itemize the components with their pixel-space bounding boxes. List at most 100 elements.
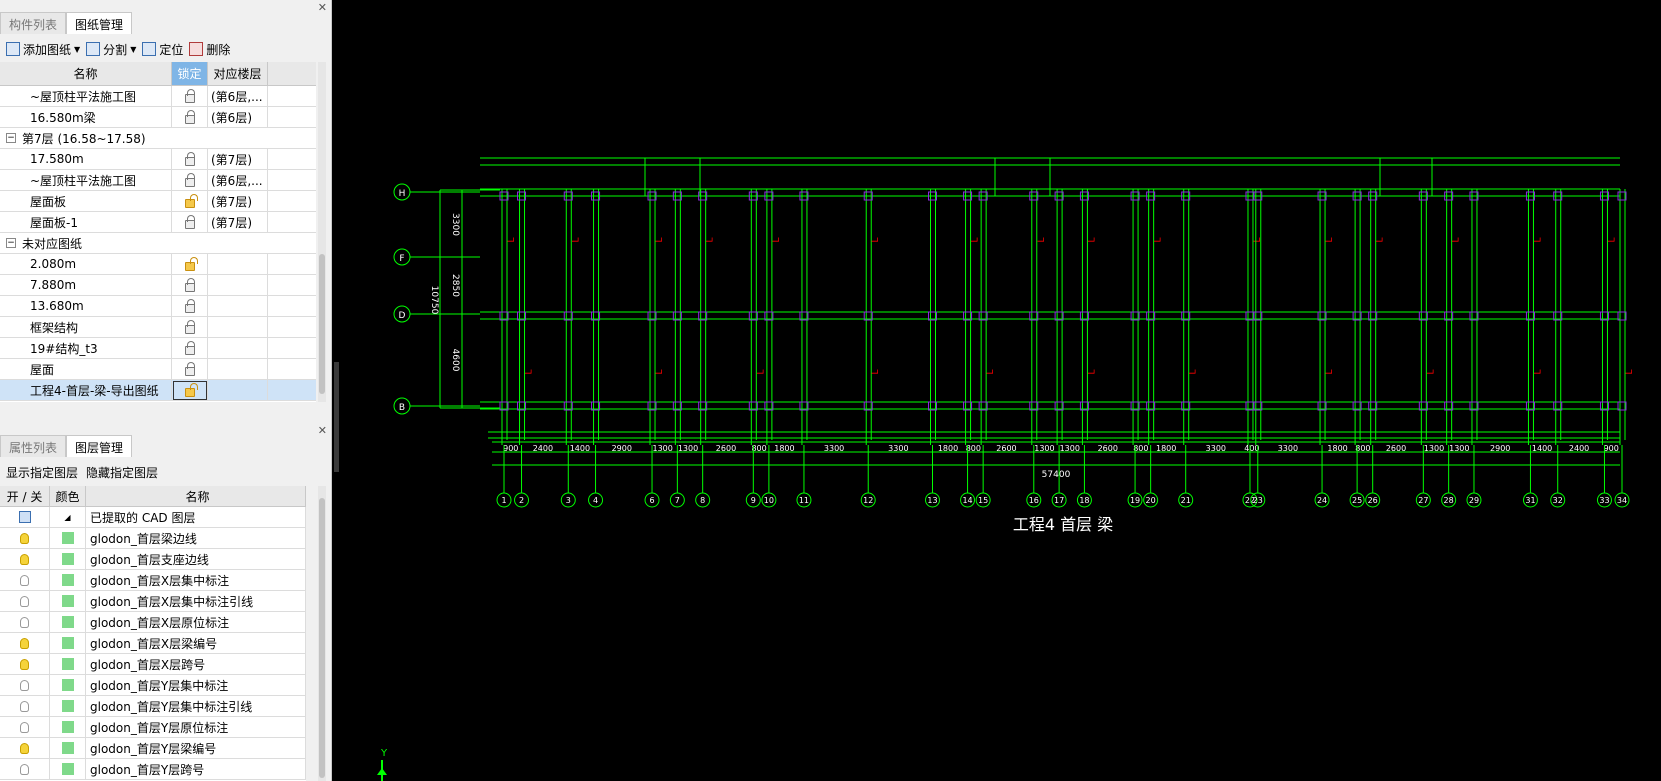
color-swatch[interactable]	[61, 553, 74, 565]
layer-row[interactable]: glodon_首层Y层原位标注	[0, 716, 306, 738]
layer-row[interactable]: glodon_首层Y层跨号	[0, 758, 306, 780]
layer-row[interactable]: glodon_首层Y层集中标注	[0, 674, 306, 696]
drawing-row[interactable]: 屋面板 (第7层)	[0, 190, 316, 212]
checkbox-icon[interactable]	[18, 511, 31, 523]
layer-row[interactable]: glodon_首层Y层集中标注引线	[0, 695, 306, 717]
lock-toggle[interactable]	[172, 169, 208, 191]
layer-table: 开 / 关 颜色 名称 ◢ 已提取的 CAD 图层 glodon_首层梁边线 g…	[0, 486, 306, 781]
locate-button[interactable]: 定位	[142, 41, 183, 58]
lightbulb-icon[interactable]	[20, 658, 29, 670]
drawing-name: 16.580m梁	[0, 106, 172, 128]
show-layers-button[interactable]: 显示指定图层	[6, 466, 79, 480]
drawing-row[interactable]: 工程4-首层-梁-导出图纸	[0, 379, 316, 401]
column-header-floor[interactable]: 对应楼层	[208, 62, 268, 85]
lightbulb-icon[interactable]	[20, 742, 29, 754]
color-swatch[interactable]	[61, 574, 74, 586]
color-swatch[interactable]	[61, 700, 74, 712]
span-dimension: 800	[1133, 444, 1148, 453]
drawing-row[interactable]: ~屋顶柱平法施工图 (第6层,...	[0, 169, 316, 191]
add-drawing-button[interactable]: 添加图纸▼	[6, 41, 80, 58]
color-swatch[interactable]	[61, 679, 74, 691]
lock-toggle[interactable]	[172, 106, 208, 128]
color-swatch[interactable]	[61, 658, 74, 670]
layer-row[interactable]: glodon_首层梁边线	[0, 527, 306, 549]
layer-row[interactable]: glodon_首层X层集中标注引线	[0, 590, 306, 612]
column-header-lock[interactable]: 锁定	[172, 62, 208, 85]
lock-toggle[interactable]	[172, 316, 208, 338]
lock-toggle[interactable]	[172, 295, 208, 317]
drawing-row[interactable]: 19#结构_t3	[0, 337, 316, 359]
delete-button[interactable]: 删除	[189, 41, 230, 58]
tab-layer-management[interactable]: 图层管理	[66, 435, 133, 457]
color-swatch[interactable]	[61, 721, 74, 733]
layer-table-scrollbar[interactable]	[318, 486, 326, 781]
span-dimension: 800	[966, 444, 981, 453]
color-swatch[interactable]	[61, 637, 74, 649]
lightbulb-icon[interactable]	[20, 700, 29, 712]
layer-row[interactable]: glodon_首层X层跨号	[0, 653, 306, 675]
collapse-icon[interactable]: −	[6, 133, 16, 143]
panel-splitter[interactable]	[334, 362, 339, 472]
drawing-floor	[208, 358, 268, 380]
lightbulb-icon[interactable]	[20, 637, 29, 649]
drawing-row[interactable]: 屋面	[0, 358, 316, 380]
lock-toggle[interactable]	[172, 274, 208, 296]
floor-group-row[interactable]: −未对应图纸	[0, 233, 316, 254]
lock-toggle[interactable]	[172, 190, 208, 212]
column-header-name[interactable]: 名称	[0, 62, 172, 85]
layer-row[interactable]: glodon_首层X层梁编号	[0, 632, 306, 654]
layer-row[interactable]: glodon_首层X层集中标注	[0, 569, 306, 591]
scrollbar-thumb[interactable]	[319, 498, 325, 778]
drawing-row[interactable]: 屋面板-1 (第7层)	[0, 211, 316, 233]
lightbulb-icon[interactable]	[20, 763, 29, 775]
color-swatch[interactable]	[61, 763, 74, 775]
color-swatch[interactable]	[61, 532, 74, 544]
lightbulb-icon[interactable]	[20, 532, 29, 544]
collapse-icon[interactable]: −	[6, 238, 16, 248]
lock-toggle[interactable]	[172, 358, 208, 380]
tab-drawing-management[interactable]: 图纸管理	[66, 12, 133, 34]
close-icon[interactable]: ✕	[317, 1, 327, 14]
drawing-row[interactable]: 13.680m	[0, 295, 316, 317]
drawing-row[interactable]: 2.080m	[0, 253, 316, 275]
lock-toggle[interactable]	[172, 148, 208, 170]
floor-group-row[interactable]: −第7层 (16.58~17.58)	[0, 128, 316, 149]
split-button[interactable]: 分割▼	[86, 41, 136, 58]
lock-toggle[interactable]	[172, 379, 208, 401]
lock-toggle[interactable]	[172, 337, 208, 359]
color-swatch[interactable]	[61, 595, 74, 607]
lightbulb-icon[interactable]	[20, 574, 29, 586]
lightbulb-icon[interactable]	[20, 595, 29, 607]
drawing-table-scrollbar[interactable]	[318, 62, 326, 402]
column-header-onoff[interactable]: 开 / 关	[0, 486, 50, 506]
lightbulb-icon[interactable]	[20, 721, 29, 733]
scrollbar-thumb[interactable]	[319, 254, 325, 394]
layer-row[interactable]: glodon_首层X层原位标注	[0, 611, 306, 633]
lock-toggle[interactable]	[172, 85, 208, 107]
close-icon[interactable]: ✕	[317, 424, 327, 437]
lightbulb-icon[interactable]	[20, 679, 29, 691]
axis-bubble-label: 16	[1029, 496, 1039, 505]
drawing-row[interactable]: 17.580m (第7层)	[0, 148, 316, 170]
tab-component-list[interactable]: 构件列表	[0, 12, 67, 34]
lock-toggle[interactable]	[172, 211, 208, 233]
tab-property-list[interactable]: 属性列表	[0, 435, 67, 457]
hide-layers-button[interactable]: 隐藏指定图层	[86, 466, 159, 480]
drawing-row[interactable]: 7.880m	[0, 274, 316, 296]
expand-triangle-icon[interactable]: ◢	[64, 512, 71, 522]
lock-toggle[interactable]	[172, 253, 208, 275]
color-swatch[interactable]	[61, 742, 74, 754]
lightbulb-icon[interactable]	[20, 553, 29, 565]
cad-layer-row[interactable]: ◢ 已提取的 CAD 图层	[0, 506, 306, 528]
drawing-row[interactable]: ~屋顶柱平法施工图 (第6层,...	[0, 85, 316, 107]
column-header-color[interactable]: 颜色	[50, 486, 86, 506]
drawing-row[interactable]: 16.580m梁 (第6层)	[0, 106, 316, 128]
layer-row[interactable]: glodon_首层支座边线	[0, 548, 306, 570]
column-header-layer-name[interactable]: 名称	[86, 486, 306, 506]
layer-row[interactable]: glodon_首层Y层梁编号	[0, 737, 306, 759]
color-swatch[interactable]	[61, 616, 74, 628]
lightbulb-icon[interactable]	[20, 616, 29, 628]
drawing-row[interactable]: 框架结构	[0, 316, 316, 338]
